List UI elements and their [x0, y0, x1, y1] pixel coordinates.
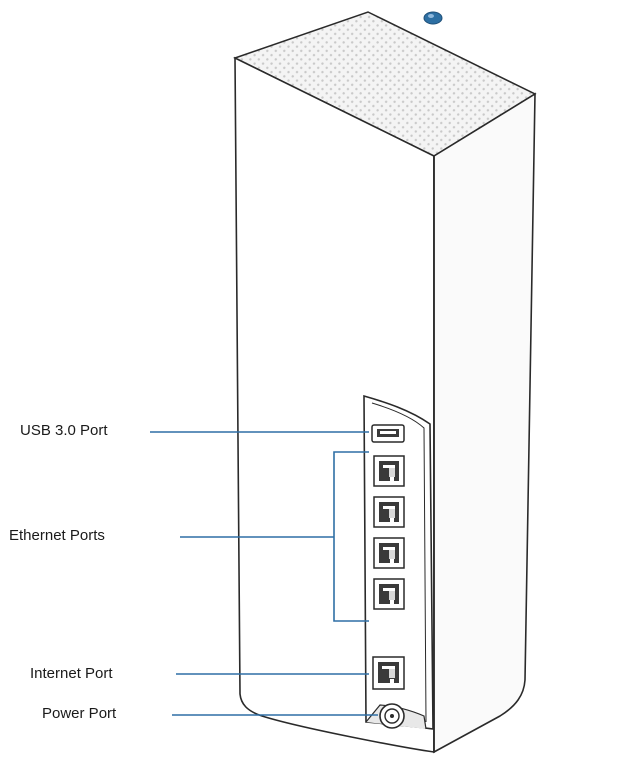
router-right-face [433, 92, 536, 754]
power-port-label: Power Port [42, 705, 117, 722]
status-light [423, 11, 443, 25]
ethernet-port-icon [373, 455, 405, 487]
ethernet-port-icon [373, 496, 405, 528]
power-port-icon [379, 703, 405, 729]
internet-port-icon [372, 656, 405, 690]
usb-port-icon [371, 424, 405, 443]
usb-port-label: USB 3.0 Port [20, 422, 108, 439]
ethernet-port-icon [373, 578, 405, 610]
internet-port-label: Internet Port [30, 665, 113, 682]
ethernet-ports-label: Ethernet Ports [9, 527, 105, 544]
port-panel-inner-edge [371, 402, 427, 723]
status-light-highlight [428, 14, 434, 18]
ethernet-port-icon [373, 537, 405, 569]
